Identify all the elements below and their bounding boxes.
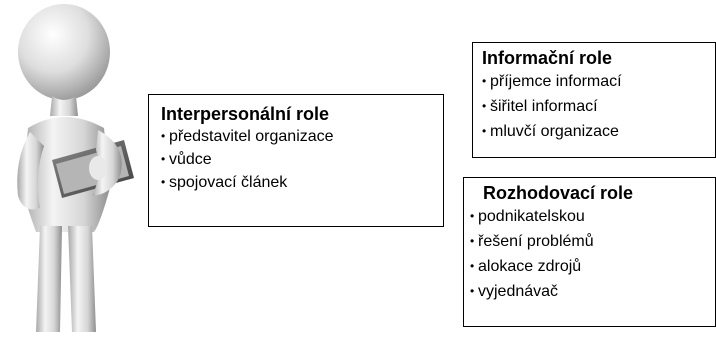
list-item: představitel organizace <box>161 125 443 148</box>
decisional-role-title: Rozhodovací role <box>483 183 634 203</box>
list-item: řešení problémů <box>470 229 715 254</box>
interpersonal-role-list: představitel organizace vůdce spojovací … <box>161 125 443 194</box>
informational-role-box: Informační role příjemce informací šiřit… <box>472 42 716 158</box>
list-item: šiřitel informací <box>482 94 715 119</box>
list-item: příjemce informací <box>482 69 715 94</box>
interpersonal-role-title: Interpersonální role <box>161 104 330 124</box>
decisional-role-list: podnikatelskou řešení problémů alokace z… <box>470 204 715 304</box>
list-item: vyjednávač <box>470 279 715 304</box>
decisional-role-box: Rozhodovací role podnikatelskou řešení p… <box>463 177 716 327</box>
informational-role-list: příjemce informací šiřitel informací mlu… <box>482 69 715 144</box>
list-item: vůdce <box>161 148 443 171</box>
person-with-tablet-icon <box>0 0 150 332</box>
interpersonal-role-box: Interpersonální role představitel organi… <box>148 94 444 227</box>
list-item: podnikatelskou <box>470 204 715 229</box>
informational-role-title: Informační role <box>482 48 613 68</box>
list-item: spojovací článek <box>161 171 443 194</box>
list-item: mluvčí organizace <box>482 119 715 144</box>
list-item: alokace zdrojů <box>470 254 715 279</box>
